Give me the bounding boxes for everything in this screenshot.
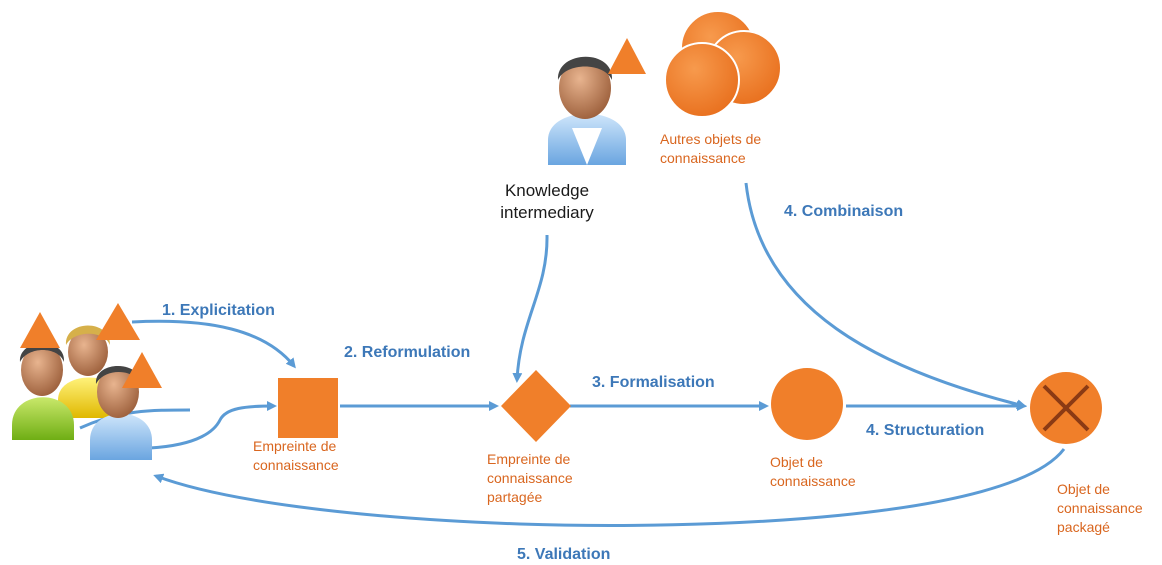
triangle-icon: [122, 352, 162, 388]
label-autres-objets: Autres objets de connaissance: [660, 131, 762, 166]
label-intermediary: Knowledge intermediary: [500, 181, 594, 222]
triangle-icon: [96, 303, 140, 340]
circle-node: [771, 368, 843, 440]
label-empreinte: Empreinte de connaissance: [253, 438, 339, 473]
arrow-validation: [153, 448, 1066, 527]
label-empreinte-partagee: Empreinte de connaissance partagée: [487, 451, 573, 505]
intermediary-person-icon: [548, 38, 646, 165]
arrow-intermediary: [512, 234, 549, 383]
step-explicitation: 1. Explicitation: [162, 302, 275, 319]
arrow-group-to-empreinte-a: [149, 401, 277, 450]
circle-cluster-icon: [664, 10, 782, 118]
label-objet-package: Objet de connaissance packagé: [1057, 481, 1143, 535]
square-node: [278, 378, 338, 438]
arrow-group-to-empreinte-b: [79, 408, 191, 430]
triangle-icon: [20, 312, 60, 348]
step-validation: 5. Validation: [517, 546, 611, 563]
step-reformulation: 2. Reformulation: [344, 344, 471, 361]
arrows: [79, 182, 1066, 527]
crossed-circle-node: [1030, 372, 1102, 444]
label-objet: Objet de connaissance: [770, 454, 856, 489]
step-structuration: 4. Structuration: [866, 422, 985, 439]
diamond-node: [501, 370, 571, 442]
step-formalisation: 3. Formalisation: [592, 374, 715, 391]
triangle-icon: [608, 38, 646, 74]
arrow-explicitation: [131, 319, 296, 369]
arrow-combinaison: [744, 182, 1027, 410]
step-combinaison: 4. Combinaison: [784, 203, 904, 220]
person-group-icon: [12, 303, 162, 460]
